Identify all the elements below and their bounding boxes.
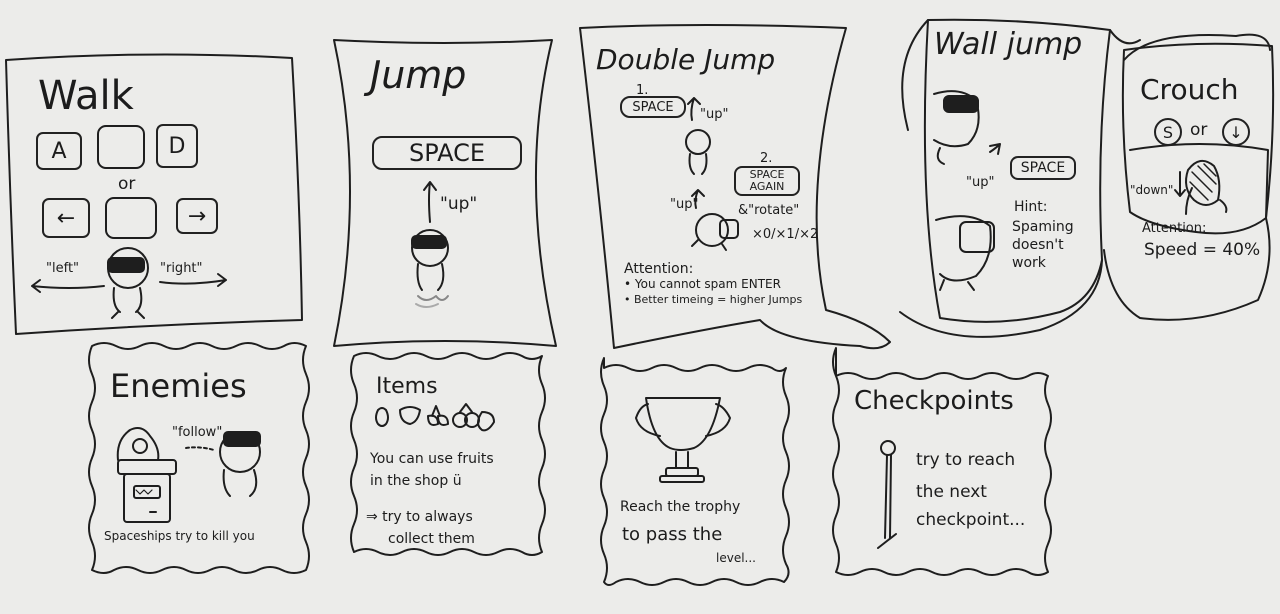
key-space-wall: SPACE [1010, 156, 1076, 180]
crouch-title: Crouch [1140, 73, 1239, 106]
jump-title: Jump [370, 53, 467, 97]
crouch-character-icon [1185, 159, 1228, 215]
key-down-arrow: ↓ [1222, 118, 1250, 146]
checkpoints-line2: the next [916, 482, 987, 502]
walk-right-label: "right" [160, 261, 203, 276]
wall-jump-title: Wall jump [934, 27, 1083, 62]
double-jump-up1: "up" [700, 107, 729, 122]
fruits-icon [375, 403, 495, 432]
double-jump-rotate: &"rotate" [738, 203, 800, 218]
crouch-down-label: "down" [1130, 183, 1174, 197]
double-jump-step2: 2. [760, 151, 773, 166]
wall-jump-up-label: "up" [966, 175, 995, 190]
jump-up-label: "up" [440, 194, 478, 214]
trophy-line1: Reach the trophy [620, 499, 741, 515]
walk-title: Walk [38, 73, 134, 119]
wall-jump-hint-line2: Spaming [1012, 219, 1074, 235]
enemies-title: Enemies [110, 367, 247, 405]
jump-character-icon [411, 229, 449, 308]
trophy-line2: to pass the [622, 524, 723, 545]
crouch-speed: Speed = 40% [1144, 240, 1261, 260]
walk-left-label: "left" [46, 261, 80, 276]
checkpoints-line1: try to reach [916, 450, 1016, 470]
crouch-panel [1121, 42, 1275, 235]
items-title: Items [376, 374, 438, 399]
enemies-panel [88, 342, 310, 574]
key-space: SPACE [372, 136, 522, 170]
key-space-again-line2: AGAIN [749, 180, 785, 193]
walk-character-icon [107, 247, 149, 319]
double-jump-up2: "up" [670, 197, 699, 212]
checkpoint-pole-icon [877, 440, 897, 549]
wall-jump-character-icon [933, 90, 995, 291]
double-jump-panel [579, 24, 891, 350]
jump-panel [333, 39, 557, 347]
trophy-line3: level... [716, 551, 756, 565]
key-space-first: SPACE [620, 96, 686, 118]
double-jump-note2: • Better timeing = higher Jumps [624, 293, 803, 306]
walk-or: or [118, 174, 136, 194]
double-jump-step1: 1. [636, 83, 649, 98]
items-line2: in the shop ü [370, 473, 462, 489]
key-space-again: SPACE AGAIN [734, 166, 800, 196]
walk-key-w [97, 125, 145, 169]
double-jump-attention: Attention: [624, 261, 694, 277]
double-jump-character-icon [685, 129, 739, 251]
key-left-arrow: ← [42, 198, 90, 238]
double-jump-title: Double Jump [596, 43, 776, 76]
key-space-again-line1: SPACE [749, 168, 785, 182]
wall-jump-hint-line3: doesn't [1012, 237, 1064, 253]
key-d: D [156, 124, 198, 168]
key-right-arrow: → [176, 198, 218, 234]
walk-key-down [105, 197, 157, 239]
items-panel [350, 352, 546, 556]
spaceship-enemy-icon [116, 427, 177, 523]
checkpoints-title: Checkpoints [854, 386, 1014, 416]
walk-panel [5, 53, 303, 335]
checkpoints-panel [832, 347, 1052, 576]
double-jump-note1: • You cannot spam ENTER [624, 277, 781, 291]
items-line4: collect them [388, 531, 475, 547]
items-line1: You can use fruits [370, 451, 494, 467]
wall-jump-hint-line4: work [1012, 255, 1046, 271]
crouch-attention: Attention: [1142, 221, 1207, 236]
crouch-or: or [1190, 120, 1208, 140]
enemies-follow-label: "follow" [172, 425, 223, 440]
wall-jump-hint: Hint: [1014, 199, 1048, 215]
wall-jump-panel [923, 18, 1111, 323]
enemies-character-icon [219, 431, 261, 497]
trophy-icon [635, 397, 731, 483]
checkpoints-line3: checkpoint... [916, 510, 1026, 530]
enemies-caption: Spaceships try to kill you [104, 529, 255, 543]
key-s: S [1154, 118, 1182, 146]
trophy-panel [600, 357, 790, 586]
key-a: A [36, 132, 82, 170]
double-jump-multipliers: ×0/×1/×2 [752, 227, 819, 242]
items-line3: ⇒ try to always [366, 509, 473, 525]
